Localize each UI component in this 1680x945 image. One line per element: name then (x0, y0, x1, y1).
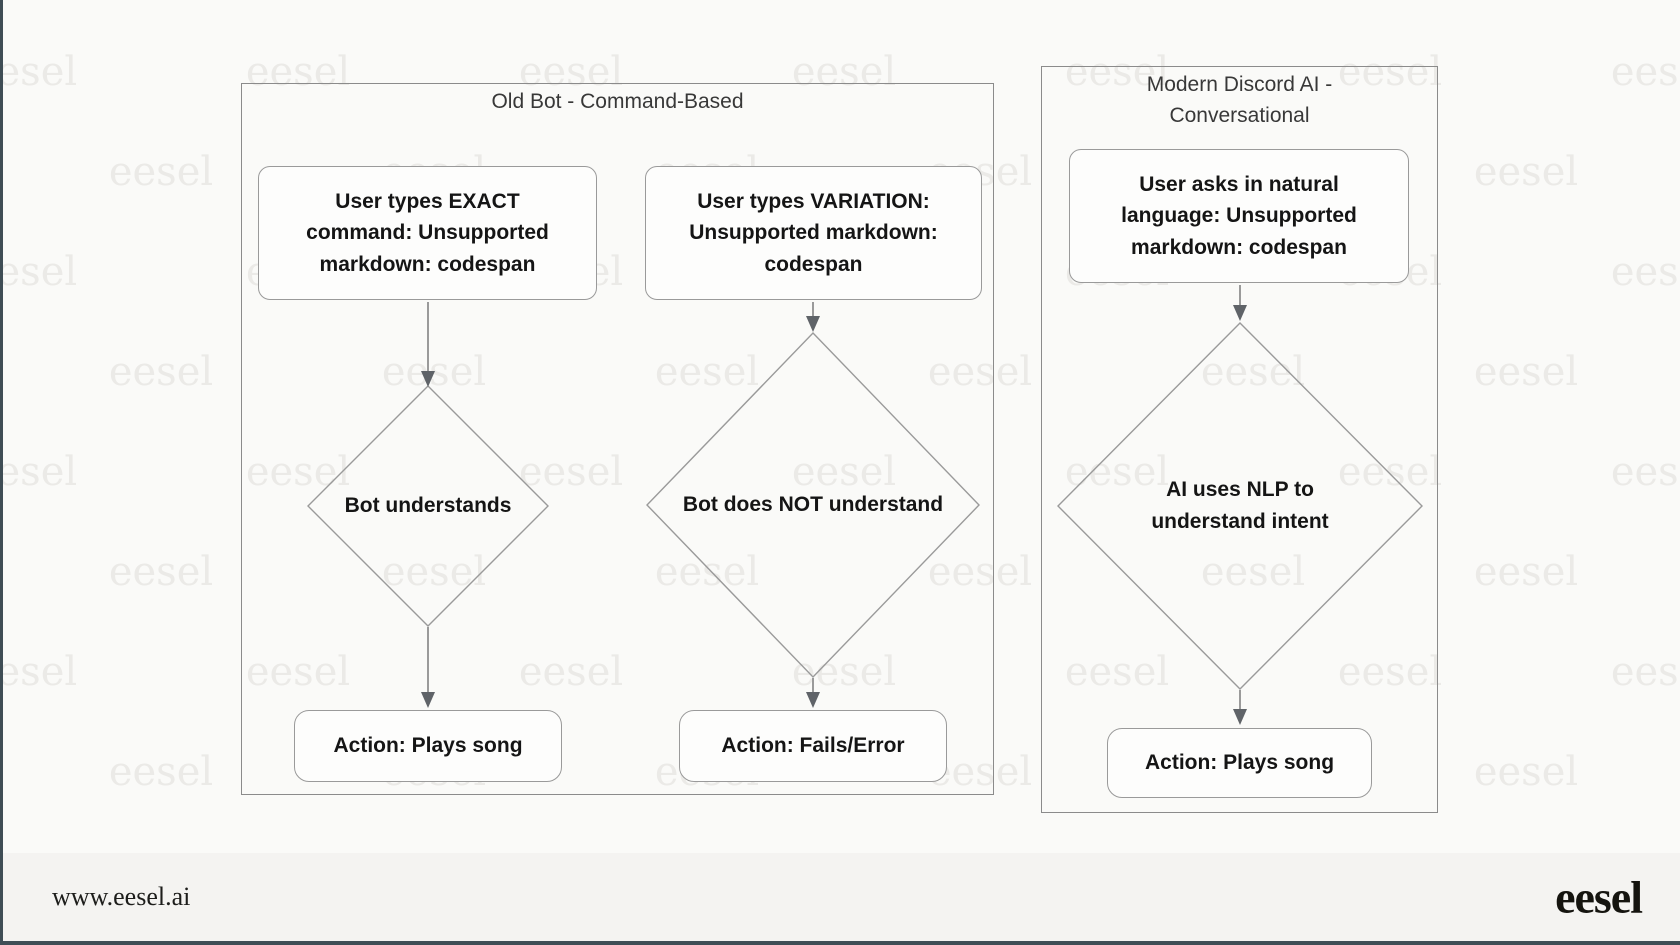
watermark-text: eesel (791, 49, 897, 95)
modern-ai-panel-title: Modern Discord AI - Conversational (1146, 73, 1333, 127)
watermark-text: eesel (1610, 249, 1680, 295)
watermark-text: eesel (0, 249, 78, 295)
watermark-text: eesel (654, 549, 760, 595)
watermark-text: eesel (1337, 449, 1443, 495)
modern-ai-panel (1041, 66, 1438, 813)
node-ai-uses-nlp: AI uses NLP to understand intent (1151, 478, 1329, 533)
watermark-text: eesel (108, 749, 214, 795)
left-edge-accent (0, 0, 3, 945)
node-user-types-variation: User types VARIATION: Unsupported markdo… (645, 166, 982, 300)
watermark-text: eesel (791, 649, 897, 695)
watermark-text: eesel (1473, 549, 1579, 595)
arrowhead-icon (1233, 709, 1247, 725)
watermark-text: eesel (1064, 449, 1170, 495)
node-action-fails-error: Action: Fails/Error (679, 710, 947, 782)
arrowhead-icon (421, 371, 435, 387)
watermark-text: eesel (245, 649, 351, 695)
arrowhead-icon (806, 316, 820, 332)
watermark-text: eesel (927, 349, 1033, 395)
watermark-text: eesel (245, 449, 351, 495)
arrowhead-icon (1233, 305, 1247, 321)
decision-diamond-shape (1057, 322, 1423, 690)
decision-diamond-shape (307, 385, 549, 627)
watermark-text: eesel (0, 449, 78, 495)
node-user-asks-natural-language: User asks in natural language: Unsupport… (1069, 149, 1409, 283)
node-user-types-exact: User types EXACT command: Unsupported ma… (258, 166, 597, 300)
watermark-text: eesel (518, 649, 624, 695)
footer: www.eesel.ai eesel (0, 853, 1680, 941)
watermark-text: eesel (1200, 549, 1306, 595)
node-bot-does-not-understand: Bot does NOT understand (682, 493, 944, 516)
watermark-text: eesel (518, 449, 624, 495)
watermark-text: eesel (1064, 49, 1170, 95)
watermark-text: eesel (0, 49, 78, 95)
watermark-text: eesel (518, 49, 624, 95)
bottom-edge-accent (0, 941, 1680, 945)
watermark-text: eesel (1473, 149, 1579, 195)
arrowhead-icon (421, 692, 435, 708)
watermark-text: eesel (108, 549, 214, 595)
watermark-text: eesel (108, 149, 214, 195)
node-action-plays-song-right: Action: Plays song (1107, 728, 1372, 798)
watermark-text: eesel (1473, 749, 1579, 795)
watermark-text: eesel (791, 449, 897, 495)
node-action-plays-song: Action: Plays song (294, 710, 562, 782)
watermark-text: eesel (0, 649, 78, 695)
old-bot-panel-title: Old Bot - Command-Based (491, 90, 744, 113)
watermark-text: eesel (1337, 649, 1443, 695)
footer-website-url: www.eesel.ai (52, 882, 191, 911)
arrowhead-icon (806, 692, 820, 708)
footer-eesel-logo: eesel (1555, 871, 1643, 923)
watermark-text: eesel (1337, 49, 1443, 95)
watermark-text: eesel (1610, 449, 1680, 495)
watermark-text: eesel (1610, 649, 1680, 695)
watermark-text: eesel (1473, 349, 1579, 395)
watermark-text: eesel (1610, 49, 1680, 95)
decision-diamond-shape (646, 331, 980, 679)
watermark-text: eesel (654, 349, 760, 395)
watermark-text: eesel (927, 549, 1033, 595)
watermark-text: eesel (108, 349, 214, 395)
watermark-text: eesel (1064, 649, 1170, 695)
watermark-text: eesel (381, 549, 487, 595)
old-bot-panel (241, 83, 994, 795)
node-bot-understands: Bot understands (344, 494, 512, 517)
watermark-text: eesel (245, 49, 351, 95)
